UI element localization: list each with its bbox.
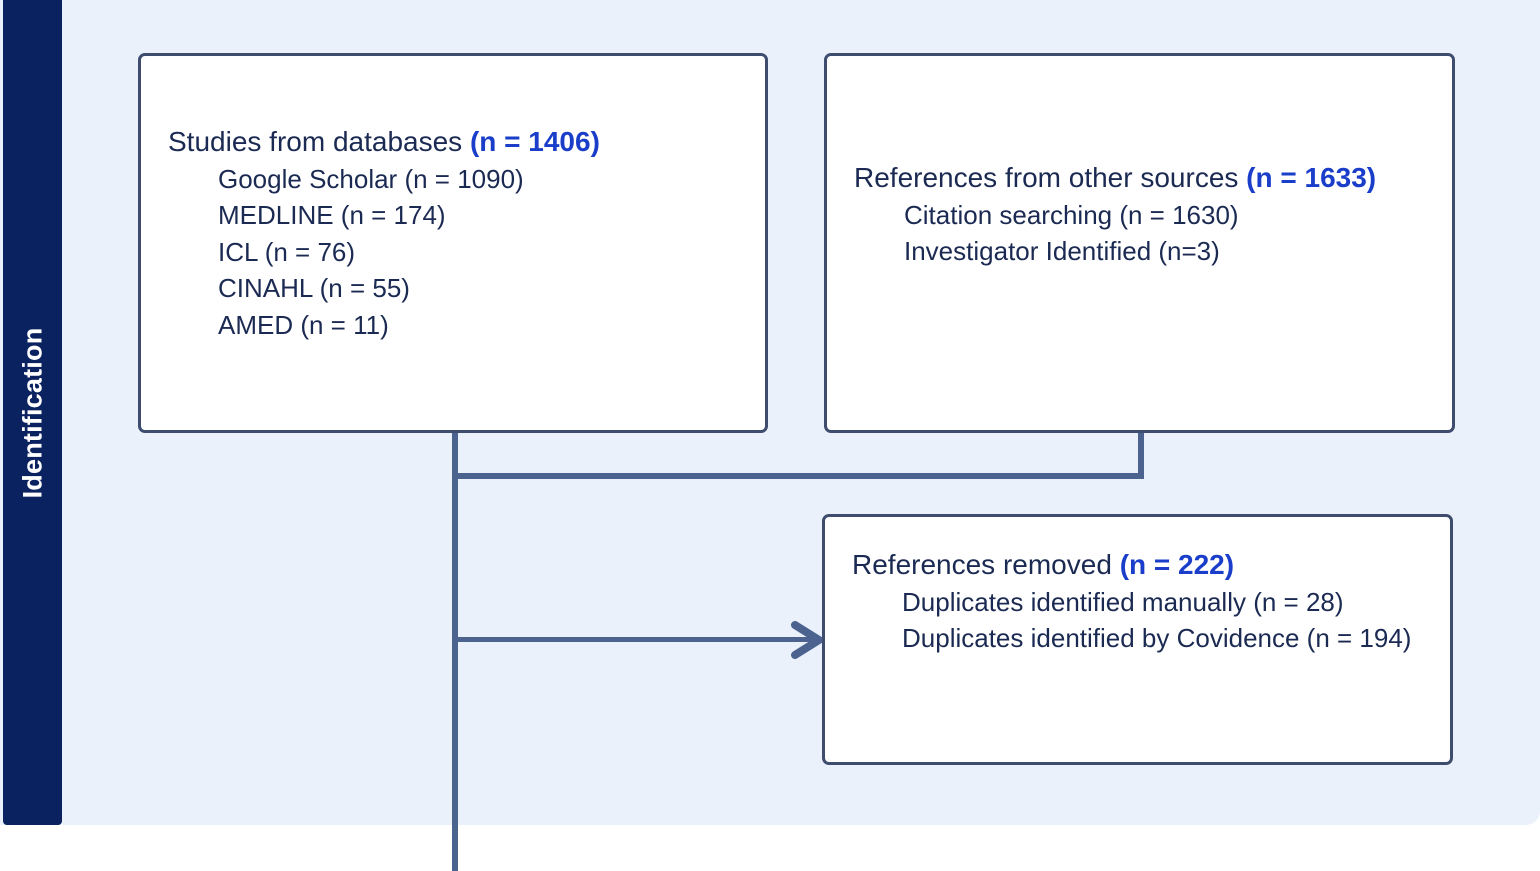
node-databases-item-4: AMED (n = 11)	[218, 309, 389, 340]
connector-other-sources-drop	[1138, 433, 1144, 479]
node-removed-item-1: Duplicates identified by Covidence (n = …	[902, 623, 1412, 654]
node-other-sources-title: References from other sources (n = 1633)	[854, 160, 1452, 197]
node-other-sources-item-0: Citation searching (n = 1630)	[904, 199, 1239, 230]
node-databases-title: Studies from databases (n = 1406)	[168, 124, 765, 161]
node-references-other-sources[interactable]: References from other sources (n = 1633)…	[824, 53, 1455, 433]
connector-main-vertical	[452, 433, 458, 871]
node-databases-item-2: ICL (n = 76)	[218, 236, 356, 267]
node-databases-count: (n = 1406)	[469, 126, 600, 157]
node-studies-from-databases[interactable]: Studies from databases (n = 1406) Google…	[138, 53, 768, 433]
node-other-sources-title-text: References from other sources	[854, 162, 1239, 193]
arrow-right-icon	[791, 621, 827, 659]
stage-label-bar-identification: Identification	[3, 0, 62, 825]
node-databases-item-1: MEDLINE (n = 174)	[218, 200, 446, 231]
node-other-sources-content: References from other sources (n = 1633)…	[854, 160, 1452, 270]
node-removed-title: References removed (n = 222)	[852, 547, 1450, 584]
node-removed-item-0: Duplicates identified manually (n = 28)	[902, 586, 1344, 617]
node-databases-item-3: CINAHL (n = 55)	[218, 273, 410, 304]
connector-merge-horizontal	[452, 473, 1144, 479]
node-databases-content: Studies from databases (n = 1406) Google…	[168, 124, 765, 343]
stage-label-text: Identification	[17, 327, 47, 498]
node-removed-content: References removed (n = 222) Duplicates …	[852, 547, 1450, 657]
connector-to-removed-horizontal	[452, 637, 817, 642]
node-other-sources-item-1: Investigator Identified (n=3)	[904, 236, 1220, 267]
node-other-sources-count: (n = 1633)	[1246, 162, 1377, 193]
node-removed-count: (n = 222)	[1119, 549, 1235, 580]
node-databases-item-0: Google Scholar (n = 1090)	[218, 163, 524, 194]
node-removed-title-text: References removed	[852, 549, 1112, 580]
node-references-removed[interactable]: References removed (n = 222) Duplicates …	[822, 514, 1453, 765]
node-databases-title-text: Studies from databases	[168, 126, 463, 157]
